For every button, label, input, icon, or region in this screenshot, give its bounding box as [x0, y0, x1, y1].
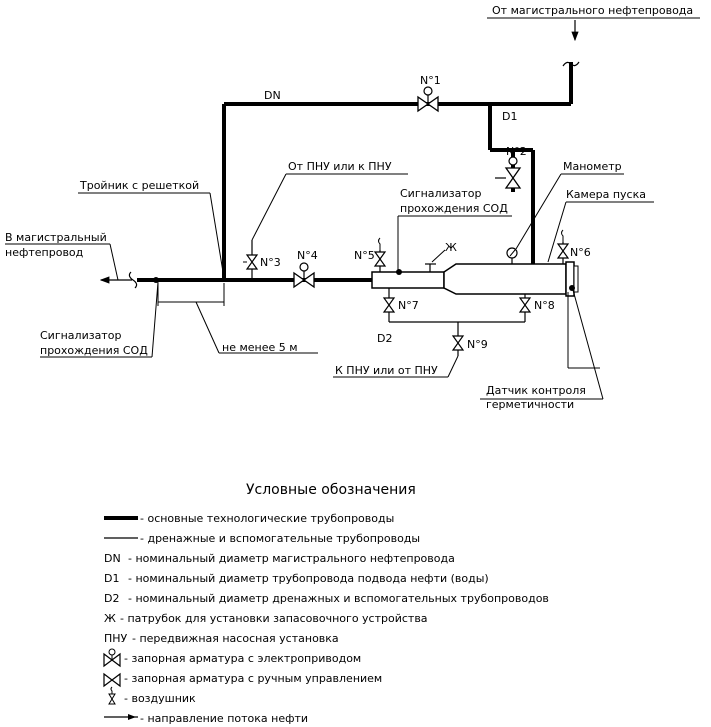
label-sensor-2: герметичности: [486, 398, 574, 411]
label-sod-top-2: прохождения СОД: [400, 202, 508, 215]
label-valve-1: N°1: [420, 74, 441, 87]
label-valve-4: N°4: [297, 249, 318, 262]
legend-item-text: - дренажные и вспомогательные трубопрово…: [140, 532, 420, 545]
label-to-main-2: нефтепровод: [5, 246, 84, 259]
valve-1-motor[interactable]: [417, 86, 439, 113]
label-zh: Ж: [445, 241, 457, 254]
label-valve-3: N°3: [260, 256, 281, 269]
legend-symbol-pnu: ПНУ: [104, 632, 128, 645]
launch-chamber: [371, 261, 579, 297]
valve-3-manual[interactable]: [243, 254, 259, 270]
legend-symbol-zh: Ж: [104, 612, 116, 625]
pipe-break-top: [562, 61, 580, 67]
manual-valve-icon: [103, 672, 121, 688]
valve-4-motor[interactable]: [293, 262, 315, 289]
legend-item-text: - запорная арматура с электроприводом: [124, 652, 361, 665]
label-d2: D2: [377, 332, 392, 345]
legend-item-text: - номинальный диаметр дренажных и вспомо…: [128, 592, 549, 605]
label-valve-9: N°9: [467, 338, 488, 351]
legend-title: Условные обозначения: [246, 482, 416, 498]
label-d1: D1: [502, 110, 517, 123]
label-tee: Тройник с решеткой: [79, 179, 199, 192]
label-from-main: От магистрального нефтепровода: [492, 4, 693, 17]
motor-valve-icon: [103, 648, 121, 668]
valve-9-drain[interactable]: [451, 335, 465, 351]
label-manometer: Манометр: [563, 160, 622, 173]
legend: Условные обозначения DN D1 D2 Ж ПНУ - ос…: [103, 482, 549, 725]
label-sod-bottom-1: Сигнализатор: [40, 329, 121, 342]
label-valve-2: N°2: [506, 145, 527, 158]
valve-8-drain[interactable]: [518, 297, 532, 313]
loading-nozzle: [425, 249, 446, 272]
legend-item-text: - патрубок для установки запасовочного у…: [120, 612, 428, 625]
label-valve-5: N°5: [354, 249, 375, 262]
label-not-less: не менее 5 м: [222, 341, 298, 354]
legend-item-text: - основные технологические трубопроводы: [140, 512, 394, 525]
label-valve-8: N°8: [534, 299, 555, 312]
legend-symbol-d1: D1: [104, 572, 119, 585]
valve-2-motor[interactable]: [495, 150, 522, 192]
label-to-pnu: К ПНУ или от ПНУ: [335, 364, 438, 377]
legend-item-text: - номинальный диаметр трубопровода подво…: [128, 572, 489, 585]
legend-item-text: - направление потока нефти: [140, 712, 308, 725]
flow-arrow-icon: [104, 714, 138, 720]
label-sod-bottom-2: прохождения СОД: [40, 344, 148, 357]
label-chamber: Камера пуска: [566, 188, 646, 201]
legend-item-text: - воздушник: [124, 692, 196, 705]
flow-arrow-outgoing: [99, 276, 159, 284]
leader-lines: [5, 17, 700, 400]
legend-item-text: - запорная арматура с ручным управлением: [124, 672, 382, 685]
manometer: [506, 173, 624, 264]
valve-5-vent[interactable]: [373, 237, 387, 267]
valve-7-drain[interactable]: [382, 297, 396, 313]
label-sod-top-1: Сигнализатор: [400, 187, 481, 200]
valve-6-vent[interactable]: [556, 229, 570, 259]
label-from-pnu: От ПНУ или к ПНУ: [288, 160, 392, 173]
label-sensor-1: Датчик контроля: [486, 384, 586, 397]
legend-symbol-d2: D2: [104, 592, 119, 605]
label-dn: DN: [264, 89, 281, 102]
label-valve-7: N°7: [398, 299, 419, 312]
legend-item-text: - номинальный диаметр магистрального неф…: [128, 552, 455, 565]
diagram-labels: От магистрального нефтепровода DN D1 D2 …: [5, 4, 693, 411]
air-vent-icon: [108, 686, 116, 705]
label-valve-6: N°6: [570, 246, 591, 259]
label-to-main-1: В магистральный: [5, 231, 107, 244]
legend-symbol-dn: DN: [104, 552, 121, 565]
pipe-break-left: [128, 271, 138, 289]
legend-item-text: - передвижная насосная установка: [132, 632, 339, 645]
